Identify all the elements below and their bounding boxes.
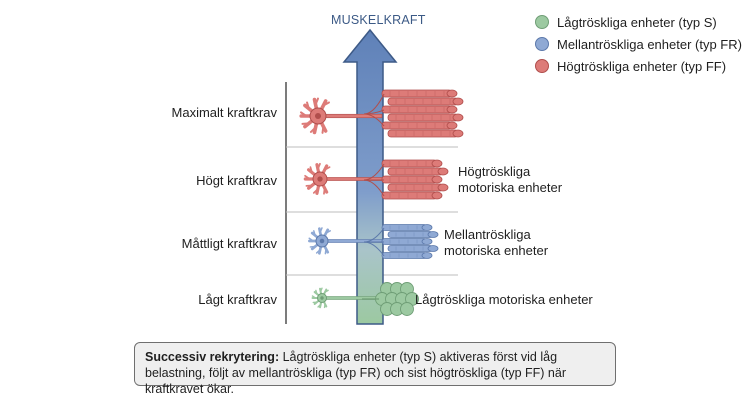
- neuron-high-dendrite-branch: [304, 174, 311, 180]
- neuron-moderate-dendrite-branch: [325, 230, 331, 234]
- unit-label-high-line2: motoriska enheter: [458, 180, 563, 195]
- unit-label-high: Högtröskliga motoriska enheter: [458, 164, 562, 196]
- unit-label-low: Lågtröskliga motoriska enheter: [415, 292, 593, 307]
- legend-marker-green: [535, 15, 549, 29]
- muscle-bundle-moderate-fiber: [381, 238, 428, 245]
- legend-item-high: Högtröskliga enheter (typ FF): [535, 56, 726, 76]
- legend-marker-blue: [535, 37, 549, 51]
- neuron-max-nucleus: [314, 112, 322, 120]
- unit-label-mid-line2: motoriska enheter: [444, 243, 549, 258]
- neuron-low-dendrite-branch: [311, 295, 317, 299]
- neuron-high-dendrite-branch: [312, 188, 319, 194]
- muscle-bundle-high-fiber-end: [431, 175, 443, 184]
- legend-label: Lågtröskliga enheter (typ S): [557, 14, 717, 30]
- muscle-bundle-high-fiber-end: [437, 183, 449, 192]
- legend-item-low: Lågtröskliga enheter (typ S): [535, 12, 717, 32]
- summary-box: Successiv rekrytering: Lågtröskliga enhe…: [134, 342, 616, 396]
- summary-text: Lågtröskliga enheter (typ S) aktiveras f…: [145, 350, 566, 396]
- muscle-bundle-max-fiber-end: [452, 97, 464, 106]
- unit-label-high-line1: Högtröskliga: [458, 164, 531, 179]
- muscle-bundle-high-fiber-end: [431, 191, 443, 200]
- level-label-moderate: Måttligt kraftkrav: [181, 236, 277, 251]
- muscle-bundle-moderate-fiber-end: [421, 252, 433, 259]
- muscle-bundle-moderate-fiber-end: [427, 245, 439, 252]
- neuron-max-dendrite-branch: [301, 122, 310, 125]
- neuron-high-dendrite-branch: [316, 162, 321, 170]
- muscle-bundle-max-fiber-end: [446, 121, 458, 130]
- neuron-high-dendrite-branch: [323, 166, 331, 171]
- muscle-bundle-moderate-fiber-end: [421, 224, 433, 231]
- neuron-low-dendrite-branch: [319, 287, 323, 293]
- neuron-moderate-dendrite-branch: [315, 248, 321, 254]
- muscle-bundle-moderate-fiber: [381, 252, 428, 259]
- muscle-bundle-max-fiber-end: [452, 129, 464, 138]
- muscle-bundle-moderate-fiber-end: [421, 238, 433, 245]
- unit-label-mid: Mellantröskliga motoriska enheter: [444, 227, 548, 259]
- neuron-max-dendrite-branch: [306, 101, 310, 110]
- neuron-moderate-dendrite-branch: [319, 227, 323, 234]
- muscle-bundle-high-fiber-end: [431, 159, 443, 168]
- legend-marker-red: [535, 59, 549, 73]
- summary-title: Successiv rekrytering:: [145, 350, 280, 364]
- neuron-max-dendrite-branch: [321, 125, 325, 134]
- neuron-low-dendrite-branch: [315, 289, 318, 295]
- muscle-bundle-moderate-fiber: [387, 231, 434, 238]
- force-arrow: [342, 28, 398, 325]
- muscle-bundle-moderate-fiber-end: [427, 231, 439, 238]
- level-label-max: Maximalt kraftkrav: [171, 105, 277, 120]
- neuron-moderate-dendrite-branch: [313, 230, 316, 237]
- legend-label: Högtröskliga enheter (typ FF): [557, 58, 727, 74]
- neuron-moderate-dendrite-branch: [324, 248, 327, 255]
- muscle-bundle-moderate-nerve-branch: [363, 241, 385, 257]
- neuron-max-dendrite-branch: [299, 111, 308, 117]
- unit-label-mid-line1: Mellantröskliga: [444, 227, 531, 242]
- neuron-low-dendrite-branch: [324, 289, 329, 293]
- neuron-low-dendrite-branch: [317, 303, 322, 308]
- neuron-high-nucleus: [317, 176, 323, 182]
- muscle-bundle-high-nerve-branch: [363, 179, 385, 197]
- neuron-low-nucleus: [320, 296, 324, 300]
- neuron-high-dendrite-branch: [323, 187, 326, 195]
- neuron-high-dendrite-branch: [309, 166, 313, 174]
- muscle-bundle-moderate-fiber: [387, 245, 434, 252]
- neuron-moderate-dendrite-branch: [308, 237, 314, 242]
- neuron-max-dendrite-branch: [314, 97, 319, 106]
- level-label-low: Lågt kraftkrav: [198, 292, 277, 307]
- muscle-bundle-max-fiber-end: [446, 105, 458, 114]
- legend-label: Mellantröskliga enheter (typ FR): [557, 36, 742, 52]
- muscle-bundle-high-fiber-end: [437, 167, 449, 176]
- muscle-bundle-low-fiber: [400, 302, 414, 316]
- neuron-max-dendrite-branch: [322, 101, 330, 107]
- muscle-bundle-max-fiber-end: [446, 89, 458, 98]
- muscle-bundle-max-fiber-end: [452, 113, 464, 122]
- neuron-max-dendrite-branch: [309, 126, 317, 133]
- level-label-high: Högt kraftkrav: [196, 173, 277, 188]
- muscle-bundle-moderate-fiber: [381, 224, 428, 231]
- muscle-bundle-max-nerve-branch: [363, 113, 385, 127]
- axis-title: MUSKELKRAFT: [331, 13, 426, 27]
- legend-item-mid: Mellantröskliga enheter (typ FR): [535, 34, 742, 54]
- neuron-moderate-nucleus: [319, 238, 325, 244]
